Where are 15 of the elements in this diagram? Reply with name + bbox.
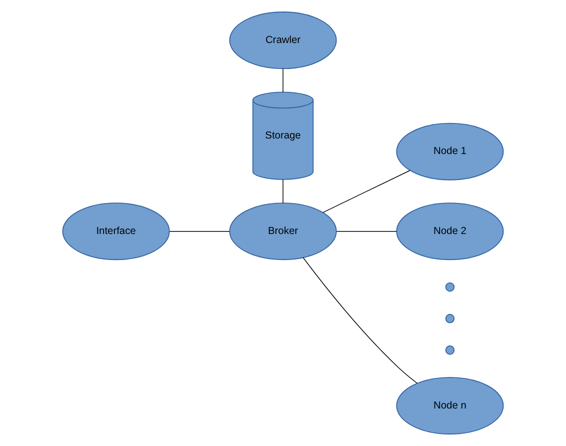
- connector: [322, 170, 410, 213]
- connector: [336, 230, 397, 232]
- connector: [302, 257, 418, 384]
- connector: [282, 179, 284, 204]
- node-circle: [445, 314, 455, 324]
- node-ellipse: Interface: [62, 202, 170, 260]
- connector: [169, 230, 230, 232]
- node-circle: [445, 345, 455, 355]
- node-ellipse: Broker: [229, 202, 337, 260]
- node-ellipse: Node 1: [396, 122, 504, 180]
- node-circle: [445, 282, 455, 292]
- node-ellipse: Node n: [396, 376, 504, 434]
- connector: [282, 68, 284, 93]
- node-ellipse: Crawler: [229, 12, 337, 70]
- node-ellipse: Node 2: [396, 202, 504, 260]
